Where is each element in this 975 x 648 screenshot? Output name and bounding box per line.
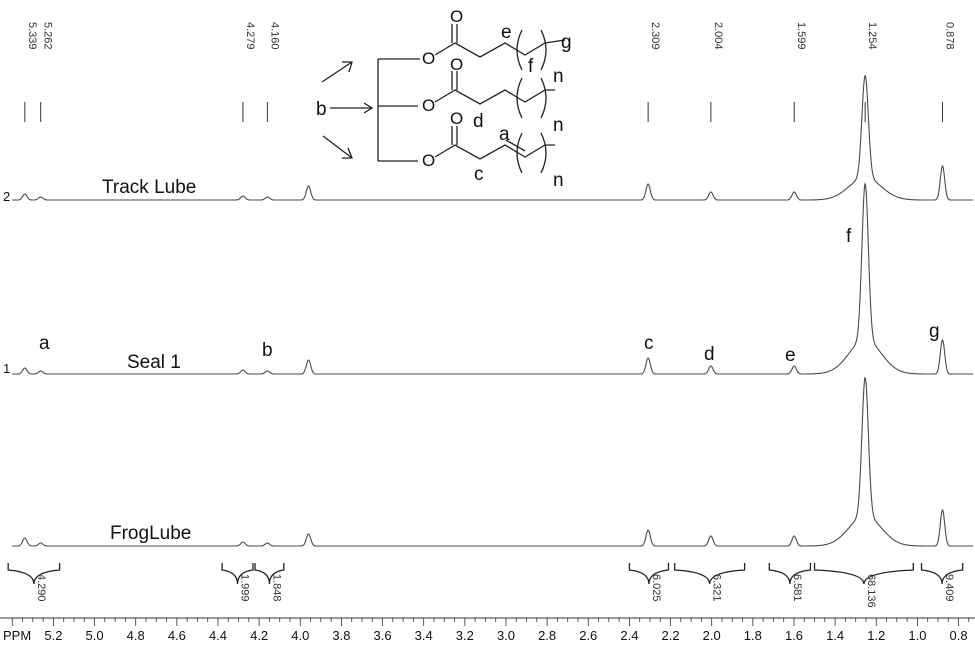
x-axis-label: PPM [3, 628, 31, 643]
integral-value-label: 4.290 [35, 574, 47, 602]
x-tick-label: 3.4 [415, 628, 433, 643]
svg-text:2.004: 2.004 [712, 22, 724, 50]
integral-value-label: 9.409 [943, 574, 955, 602]
x-tick-label: 2.8 [538, 628, 556, 643]
x-tick-label: 1.0 [908, 628, 926, 643]
x-tick-label: 0.8 [950, 628, 968, 643]
svg-text:4.279: 4.279 [244, 22, 256, 50]
spectrum-trace-1 [12, 74, 973, 201]
x-tick-label: 3.8 [332, 628, 350, 643]
struct-label-a: a [499, 124, 510, 145]
struct-label-f: f [528, 56, 534, 77]
integral-bracket: 6.025 [628, 563, 670, 602]
ppm-axis: 5.2 5.0 4.8 4.6 4.4 4.2 4.0 3.8 3.6 3.4 3.2 3.0 2.8 2… [0, 617, 975, 643]
integral-bracket: 1.999 [221, 563, 254, 602]
assign-label-a: a [39, 333, 50, 354]
struct-label-c: c [474, 164, 484, 185]
x-tick-label: 4.0 [291, 628, 309, 643]
x-tick-label: 4.2 [250, 628, 268, 643]
assign-label-e: e [785, 345, 796, 366]
integral-bracket: 6.321 [674, 563, 746, 602]
peak-shift-label: 0.878 [941, 22, 955, 122]
x-tick-label: 1.4 [826, 628, 844, 643]
struct-O-1: O [422, 49, 435, 68]
peak-shift-label: 4.160 [266, 22, 280, 122]
integral-bracket: 9.409 [920, 563, 964, 602]
x-tick-label: 3.6 [374, 628, 392, 643]
struct-label-n3: n [553, 170, 564, 191]
peak-shift-label: 2.004 [710, 22, 724, 122]
spectra-traces [12, 74, 973, 547]
peak-shift-label: 5.339 [24, 22, 38, 122]
struct-label-g: g [561, 32, 572, 53]
x-tick-label: 2.6 [579, 628, 597, 643]
x-tick-label: 2.0 [703, 628, 721, 643]
integral-value-label: 68.136 [865, 574, 877, 608]
integral-bracket: 6.581 [768, 563, 812, 602]
svg-text:0.878: 0.878 [943, 22, 955, 50]
struct-O-3: O [422, 151, 435, 170]
integral-value-label: 1.848 [270, 574, 282, 602]
integral-value-label: 6.025 [650, 574, 662, 602]
struct-O-2b: O [450, 55, 463, 74]
svg-text:1.599: 1.599 [795, 22, 807, 50]
assign-label-b: b [262, 340, 273, 361]
peak-shift-label: 4.279 [242, 22, 256, 122]
integral-bracket: 4.290 [7, 563, 61, 602]
svg-text:5.339: 5.339 [26, 22, 38, 50]
assign-label-f: f [846, 226, 852, 247]
svg-text:2.309: 2.309 [649, 22, 661, 50]
x-tick-label: 5.2 [44, 628, 62, 643]
integral-bracket: 68.136 [813, 563, 914, 608]
x-tick-label: 4.6 [168, 628, 186, 643]
x-tick-label: 4.8 [127, 628, 145, 643]
svg-text:5.262: 5.262 [42, 22, 54, 50]
svg-text:4.160: 4.160 [268, 22, 280, 50]
struct-label-n2: n [553, 115, 564, 136]
x-tick-label: 2.4 [620, 628, 638, 643]
struct-arrow-bottom [322, 135, 353, 159]
x-tick-label: 1.2 [867, 628, 885, 643]
struct-label-d: d [473, 111, 484, 132]
x-tick-label: 1.6 [785, 628, 803, 643]
spectrum-trace-2 [12, 182, 973, 375]
peak-shift-label: 1.254 [864, 22, 878, 122]
peak-shift-label: 1.599 [793, 22, 807, 122]
assign-label-c: c [644, 333, 654, 354]
struct-O-2: O [422, 96, 435, 115]
series-index-2: 2 [3, 189, 10, 204]
x-tick-label: 3.0 [497, 628, 515, 643]
struct-arrow-top [321, 61, 353, 83]
integral-value-label: 6.581 [791, 574, 803, 602]
assign-label-d: d [704, 344, 715, 365]
struct-label-b: b [316, 99, 327, 120]
integral-region-group: 4.290 1.999 1.848 6.025 6.321 6.581 68.136 9.40… [7, 563, 964, 608]
series-index-1: 1 [3, 361, 10, 376]
series-label-track-lube: Track Lube [102, 177, 196, 198]
struct-label-n1: n [553, 66, 564, 87]
x-tick-label: 5.0 [86, 628, 104, 643]
peak-shift-label: 2.309 [647, 22, 661, 122]
x-tick-label: 4.4 [209, 628, 227, 643]
peak-shift-label: 5.262 [40, 22, 54, 122]
x-tick-label: 3.2 [456, 628, 474, 643]
x-tick-label: 2.2 [662, 628, 680, 643]
x-tick-label: 1.8 [744, 628, 762, 643]
peak-shift-label-group: 5.339 5.262 4.279 4.160 2.309 2.004 1.599 1.254… [24, 22, 955, 122]
struct-label-e: e [501, 22, 512, 43]
triglyceride-structure: b O O e f g n O O d n O O [316, 7, 572, 191]
series-label-seal-1: Seal 1 [127, 352, 181, 373]
integral-value-label: 1.999 [239, 574, 251, 602]
integral-bracket: 1.848 [254, 563, 285, 602]
svg-text:1.254: 1.254 [866, 22, 878, 50]
struct-O-3b: O [450, 109, 463, 128]
integral-value-label: 6.321 [711, 574, 723, 602]
struct-O-1b: O [450, 7, 463, 26]
spectrum-trace-3 [12, 376, 973, 547]
series-label-froglube: FrogLube [110, 523, 191, 544]
assign-label-g: g [929, 321, 940, 342]
